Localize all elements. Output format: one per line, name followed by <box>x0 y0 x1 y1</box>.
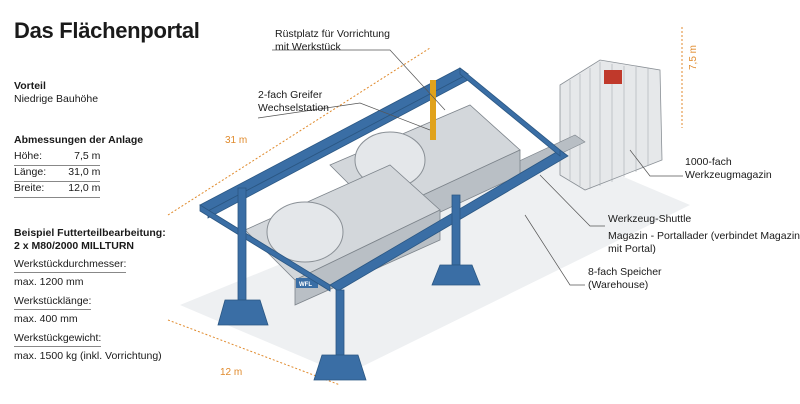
floor-shadow <box>180 150 690 375</box>
dimensions-heading: Abmessungen der Anlage <box>14 134 144 146</box>
dimension-label: Länge: <box>14 165 47 182</box>
example-heading: Beispiel Futterteilbearbeitung: <box>14 227 166 239</box>
advantage-heading: Vorteil <box>14 80 46 92</box>
example-machines: 2 x M80/2000 MILLTURN <box>14 240 135 252</box>
callout-magazine: 1000-fach Werkzeugmagazin <box>685 156 772 181</box>
dimension-label: Breite: <box>14 181 47 198</box>
callout-gripper: 2-fach Greifer Wechselstation <box>258 89 330 114</box>
dimension-length-label: 31 m <box>225 135 248 146</box>
dimensions-section: Abmessungen der Anlage Höhe:7,5 m Länge:… <box>14 134 143 198</box>
callout-shuttle-text: Magazin - Portallader (verbindet Magazin… <box>608 230 800 255</box>
callout-shuttle-title: Werkzeug-Shuttle <box>608 213 692 225</box>
spec-label: Werkstücklänge: <box>14 295 166 310</box>
advantage-section: Vorteil Niedrige Bauhöhe <box>14 80 98 106</box>
portal-frame <box>199 67 569 381</box>
callout-lines <box>257 49 683 286</box>
brand-label: WFL <box>299 282 312 288</box>
spec-label: Werkstückgewicht: <box>14 332 166 347</box>
gripper-station <box>430 80 436 140</box>
page-title: Das Flächenportal <box>14 18 200 43</box>
dimension-label: Höhe: <box>14 150 47 166</box>
dimension-width-label: 12 m <box>220 367 243 378</box>
callout-storage: 8-fach Speicher (Warehouse) <box>588 266 662 291</box>
spec-label: Werkstückdurchmesser: <box>14 258 166 273</box>
dimension-value: 31,0 m <box>46 165 101 182</box>
advantage-text: Niedrige Bauhöhe <box>14 93 99 105</box>
machine-2: WFL <box>244 164 441 306</box>
dimension-value: 7,5 m <box>46 150 101 166</box>
dimension-row: Breite:12,0 m <box>14 181 101 198</box>
dimension-row: Länge:31,0 m <box>14 165 101 182</box>
dimension-height-label: 7,5 m <box>688 44 699 70</box>
dimension-value: 12,0 m <box>46 181 101 198</box>
example-section: Beispiel Futterteilbearbeitung: 2 x M80/… <box>14 227 166 363</box>
spec-value: max. 1500 kg (inkl. Vorrichtung) <box>14 350 162 362</box>
spec-value: max. 1200 mm <box>14 276 84 288</box>
callout-setup: Rüstplatz für Vorrichtung mit Werkstück <box>275 28 390 53</box>
dimension-lines <box>167 27 683 386</box>
tool-magazine <box>559 59 663 191</box>
spec-value: max. 400 mm <box>14 313 78 325</box>
dimension-row: Höhe:7,5 m <box>14 150 101 166</box>
dimensions-table: Höhe:7,5 m Länge:31,0 m Breite:12,0 m <box>14 150 101 198</box>
